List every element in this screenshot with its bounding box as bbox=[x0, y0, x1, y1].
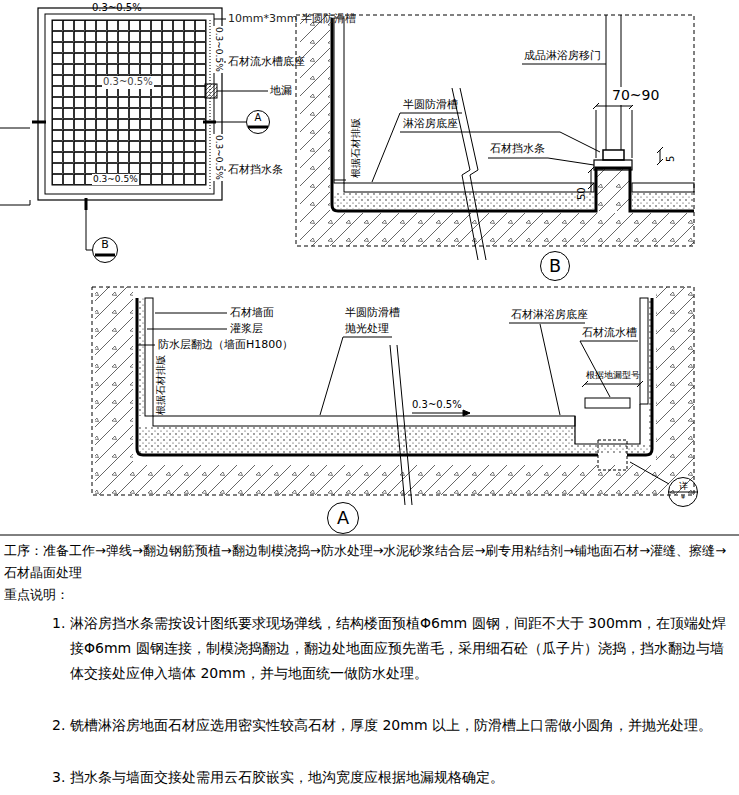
callout-label: 70~90 bbox=[611, 87, 660, 105]
callout-label: 10mm*3mm 半圆防滑槽 bbox=[228, 12, 356, 26]
callout-label: 石材流水槽底座 bbox=[228, 55, 305, 69]
callout-label: 0.3~0.5% bbox=[92, 2, 142, 15]
section-a bbox=[92, 287, 698, 505]
callout-label: 2. bbox=[52, 713, 65, 738]
callout-label: 根据石材排版 bbox=[155, 355, 168, 415]
section-marker-circle: 详* bbox=[668, 477, 698, 507]
callout-label: 灌浆层 bbox=[230, 322, 263, 336]
note-text: 工序：准备工作→弹线→翻边钢筋预植→翻边制模浇捣→防水处理→水泥砂浆结合层→刷专… bbox=[4, 540, 734, 584]
section-b bbox=[296, 15, 694, 260]
callout-label: 0.3~0.5% bbox=[102, 76, 154, 89]
note-text: 铣槽淋浴房地面石材应选用密实性较高石材，厚度 20mm 以上，防滑槽上口需做小圆… bbox=[70, 713, 732, 738]
callout-label: 0.3~0.5% bbox=[92, 174, 139, 185]
callout-label: 半圆防滑槽 bbox=[403, 98, 458, 112]
callout-label: 石材墙面 bbox=[230, 306, 274, 320]
marker-letter: A bbox=[328, 503, 358, 533]
marker-letter: 详 bbox=[669, 478, 697, 492]
plan-view bbox=[0, 8, 268, 255]
callout-label: 防水层翻边（墙面H1800） bbox=[158, 338, 293, 352]
callout-label: 1. bbox=[52, 611, 65, 636]
section-marker-circle: B bbox=[540, 251, 570, 281]
marker-letter: * bbox=[669, 492, 697, 506]
callout-label: 5 bbox=[665, 156, 678, 162]
callout-label: 石材挡水条 bbox=[490, 142, 545, 156]
callout-label: 重点说明： bbox=[4, 587, 69, 603]
callout-label: 0.3~0.5% bbox=[412, 399, 462, 412]
callout-label: 50 bbox=[576, 187, 589, 200]
callout-label: 根据石材排版 bbox=[350, 118, 363, 178]
section-marker-circle: B bbox=[92, 237, 118, 263]
section-marker-circle: A bbox=[246, 110, 270, 134]
separator-line bbox=[0, 535, 739, 536]
marker-letter: A bbox=[247, 111, 269, 122]
callout-label: 石材淋浴房底座 bbox=[511, 308, 588, 322]
note-text: 挡水条与墙面交接处需用云石胶嵌实，地沟宽度应根据地漏规格确定。 bbox=[70, 765, 732, 790]
callout-label: 根据地漏型号 bbox=[586, 370, 640, 381]
callout-label: 半圆防滑槽 bbox=[345, 306, 400, 320]
callout-label: 地漏 bbox=[270, 84, 292, 98]
callout-label: 成品淋浴房移门 bbox=[524, 49, 601, 63]
callout-label: 抛光处理 bbox=[345, 322, 389, 336]
callout-label: 0.3~0.5% bbox=[213, 134, 224, 181]
callout-label: 石材挡水条 bbox=[228, 163, 283, 177]
callout-label: 0.3~0.5% bbox=[213, 26, 224, 73]
marker-letter: B bbox=[93, 238, 117, 250]
note-text: 淋浴房挡水条需按设计图纸要求现场弹线，结构楼面预植Φ6mm 圆钢，间距不大于 3… bbox=[70, 611, 732, 686]
section-marker-circle: A bbox=[327, 502, 359, 534]
marker-letter: B bbox=[541, 252, 569, 280]
callout-label: 石材流水槽 bbox=[582, 326, 637, 340]
callout-label: 淋浴房底座 bbox=[403, 117, 458, 131]
callout-label: 3. bbox=[52, 765, 65, 790]
